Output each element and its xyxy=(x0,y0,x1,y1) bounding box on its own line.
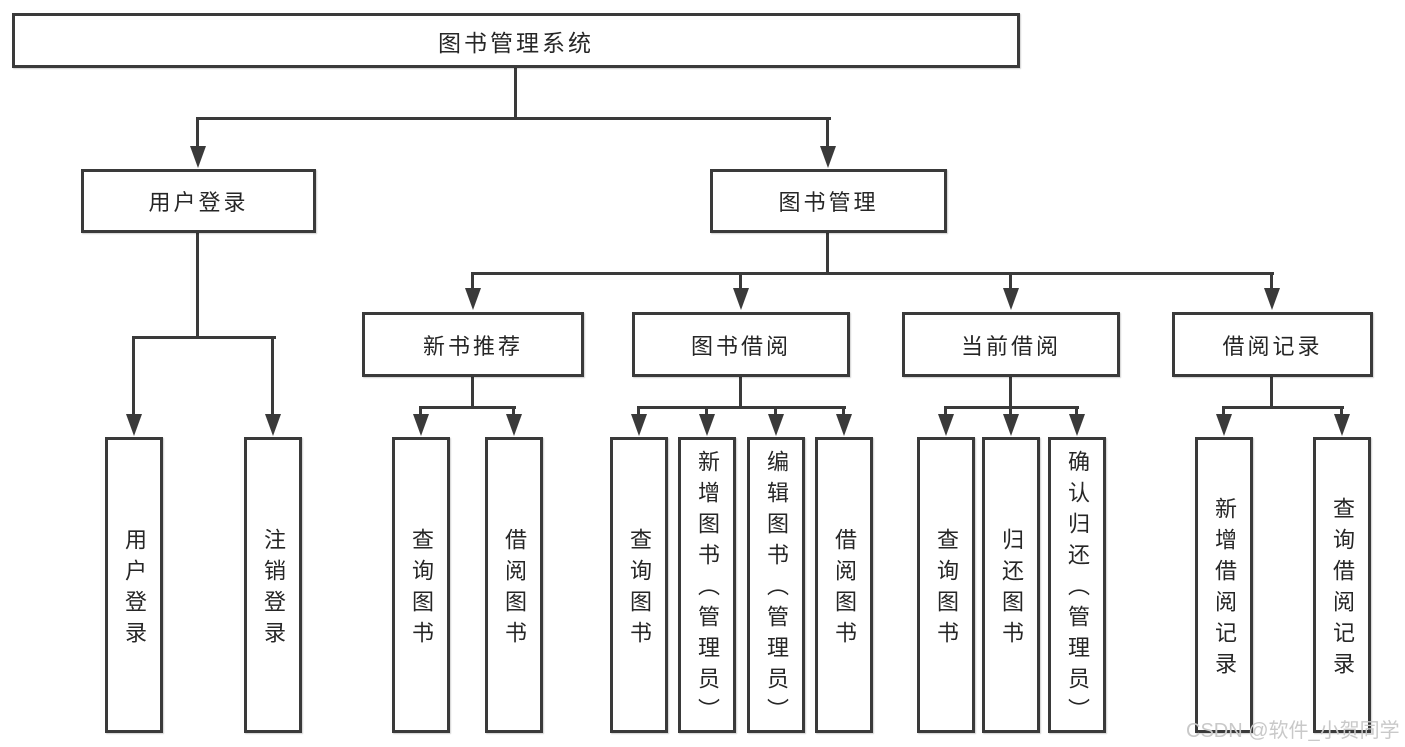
arrow-down-icon xyxy=(1003,414,1019,436)
arrow-down-icon xyxy=(938,414,954,436)
connector-line xyxy=(196,231,199,338)
leaf-user-login-label: 用户登录 xyxy=(122,527,147,652)
node-root: 图书管理系统 xyxy=(12,13,1020,68)
leaf-borrow-books-label: 借阅图书 xyxy=(832,527,857,652)
arrow-down-icon xyxy=(1334,414,1350,436)
leaf-query-borrow-record: 查询借阅记录 xyxy=(1313,437,1371,733)
leaf-return-books: 归还图书 xyxy=(982,437,1040,733)
node-new-book-recommend: 新书推荐 xyxy=(362,312,584,377)
connector-line xyxy=(514,66,517,119)
connector-line xyxy=(197,117,831,120)
node-borrow-records-label: 借阅记录 xyxy=(1222,333,1323,359)
connector-line xyxy=(1222,406,1344,409)
connector-line xyxy=(1009,272,1012,288)
leaf-add-borrow-record-label: 新增借阅记录 xyxy=(1212,496,1237,683)
leaf-add-book-admin-label: 新增图书（管理员） xyxy=(695,450,720,729)
arrow-down-icon xyxy=(1216,414,1232,436)
connector-line xyxy=(419,406,422,416)
connector-line xyxy=(705,406,708,416)
arrow-down-icon xyxy=(733,288,749,310)
connector-line xyxy=(826,231,829,275)
connector-line xyxy=(739,375,742,408)
connector-line xyxy=(271,336,274,416)
leaf-logout-label: 注销登录 xyxy=(261,527,286,652)
connector-line xyxy=(1340,406,1343,416)
connector-line xyxy=(420,406,516,409)
leaf-borrow-books: 借阅图书 xyxy=(485,437,543,733)
connector-line xyxy=(196,117,199,150)
arrow-down-icon xyxy=(190,146,206,168)
node-book-borrow: 图书借阅 xyxy=(632,312,850,377)
connector-line xyxy=(1270,272,1273,288)
connector-line xyxy=(826,117,829,150)
connector-line xyxy=(512,406,515,416)
leaf-add-borrow-record: 新增借阅记录 xyxy=(1195,437,1253,733)
connector-line xyxy=(133,336,276,339)
connector-line xyxy=(944,406,947,416)
leaf-borrow-books: 借阅图书 xyxy=(815,437,873,733)
connector-line xyxy=(1075,406,1078,416)
node-user-login-label: 用户登录 xyxy=(148,190,249,215)
arrow-down-icon xyxy=(1003,288,1019,310)
leaf-query-books-label: 查询图书 xyxy=(934,527,959,652)
connector-line xyxy=(132,336,135,416)
arrow-down-icon xyxy=(506,414,522,436)
leaf-query-books: 查询图书 xyxy=(917,437,975,733)
connector-line xyxy=(472,272,1274,275)
leaf-return-books-label: 归还图书 xyxy=(999,527,1024,652)
leaf-query-books-label: 查询图书 xyxy=(409,527,434,652)
leaf-add-book-admin: 新增图书（管理员） xyxy=(678,437,736,733)
leaf-user-login: 用户登录 xyxy=(105,437,163,733)
leaf-borrow-books-label: 借阅图书 xyxy=(502,527,527,652)
node-book-manage-label: 图书管理 xyxy=(778,190,879,215)
node-book-manage: 图书管理 xyxy=(710,169,947,233)
node-root-label: 图书管理系统 xyxy=(438,29,594,56)
leaf-confirm-return-admin: 确认归还（管理员） xyxy=(1048,437,1106,733)
connector-line xyxy=(637,406,640,416)
node-borrow-records: 借阅记录 xyxy=(1172,312,1373,377)
node-new-book-recommend-label: 新书推荐 xyxy=(422,333,523,359)
connector-line xyxy=(1222,406,1225,416)
leaf-edit-book-admin-label: 编辑图书（管理员） xyxy=(764,450,789,729)
connector-line xyxy=(1270,375,1273,408)
connector-line xyxy=(638,406,846,409)
leaf-logout: 注销登录 xyxy=(244,437,302,733)
connector-line xyxy=(1009,406,1012,416)
node-current-borrow-label: 当前借阅 xyxy=(960,333,1061,359)
connector-line xyxy=(739,272,742,288)
arrow-down-icon xyxy=(126,414,142,436)
connector-line xyxy=(471,272,474,288)
arrow-down-icon xyxy=(631,414,647,436)
arrow-down-icon xyxy=(836,414,852,436)
node-user-login: 用户登录 xyxy=(81,169,316,233)
arrow-down-icon xyxy=(699,414,715,436)
csdn-watermark: CSDN @软件_小贺同学 xyxy=(1186,720,1400,742)
connector-line xyxy=(1009,375,1012,408)
connector-line xyxy=(774,406,777,416)
leaf-query-books: 查询图书 xyxy=(610,437,668,733)
arrow-down-icon xyxy=(465,288,481,310)
arrow-down-icon xyxy=(1069,414,1085,436)
arrow-down-icon xyxy=(265,414,281,436)
arrow-down-icon xyxy=(413,414,429,436)
arrow-down-icon xyxy=(1264,288,1280,310)
leaf-query-books: 查询图书 xyxy=(392,437,450,733)
node-current-borrow: 当前借阅 xyxy=(902,312,1120,377)
leaf-edit-book-admin: 编辑图书（管理员） xyxy=(747,437,805,733)
node-book-borrow-label: 图书借阅 xyxy=(690,333,791,359)
arrow-down-icon xyxy=(820,146,836,168)
leaf-query-borrow-record-label: 查询借阅记录 xyxy=(1330,496,1355,683)
connector-line xyxy=(471,375,474,408)
leaf-query-books-label: 查询图书 xyxy=(627,527,652,652)
connector-line xyxy=(842,406,845,416)
leaf-confirm-return-admin-label: 确认归还（管理员） xyxy=(1065,450,1090,729)
arrow-down-icon xyxy=(768,414,784,436)
